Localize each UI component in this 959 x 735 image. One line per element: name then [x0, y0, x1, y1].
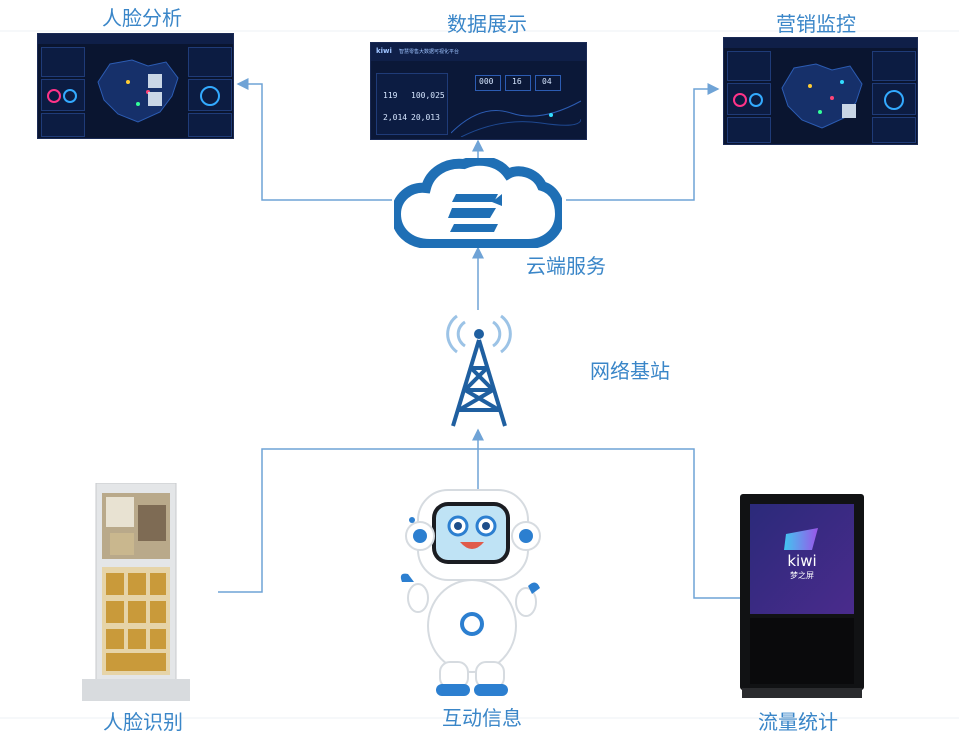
face-recognition-kiosk	[82, 483, 190, 701]
dashboard-thumbnail-data-display: kiwi 智慧零售大数据可视化平台 119 100,025 2,014 20,0…	[370, 42, 587, 140]
arrow-to-face-analysis	[236, 78, 392, 201]
counter-3: 04	[542, 77, 552, 86]
label-base-station: 网络基站	[590, 359, 670, 383]
line-from-face-kiosk	[218, 448, 478, 593]
screen-title: 智慧零售大数据可视化平台	[399, 49, 460, 55]
label-marketing-monitor: 营销监控	[776, 12, 856, 36]
label-data-display: 数据展示	[447, 12, 527, 36]
traffic-stats-kiosk: kiwi 梦之屏	[740, 494, 864, 698]
dashboard-thumbnail-face-analysis	[37, 33, 234, 139]
counter-2: 16	[512, 77, 522, 86]
arrow-to-marketing-monitor	[566, 83, 720, 201]
kiosk-brand: kiwi	[787, 552, 817, 570]
label-interaction: 互动信息	[442, 706, 522, 730]
label-cloud-service: 云端服务	[526, 254, 606, 278]
robot-icon	[400, 489, 541, 696]
kiwi-logo-text: kiwi	[376, 47, 392, 55]
line-from-traffic-kiosk	[478, 448, 740, 599]
kiosk-brand-sub: 梦之屏	[790, 571, 814, 580]
cloud-icon	[394, 158, 562, 248]
signal-tower-icon	[446, 314, 512, 427]
label-face-recognition: 人脸识别	[103, 710, 183, 734]
label-traffic-stats: 流量统计	[758, 710, 838, 734]
counter-1: 000	[479, 77, 494, 86]
dashboard-thumbnail-marketing-monitor	[723, 37, 918, 145]
label-face-analysis: 人脸分析	[102, 6, 182, 30]
